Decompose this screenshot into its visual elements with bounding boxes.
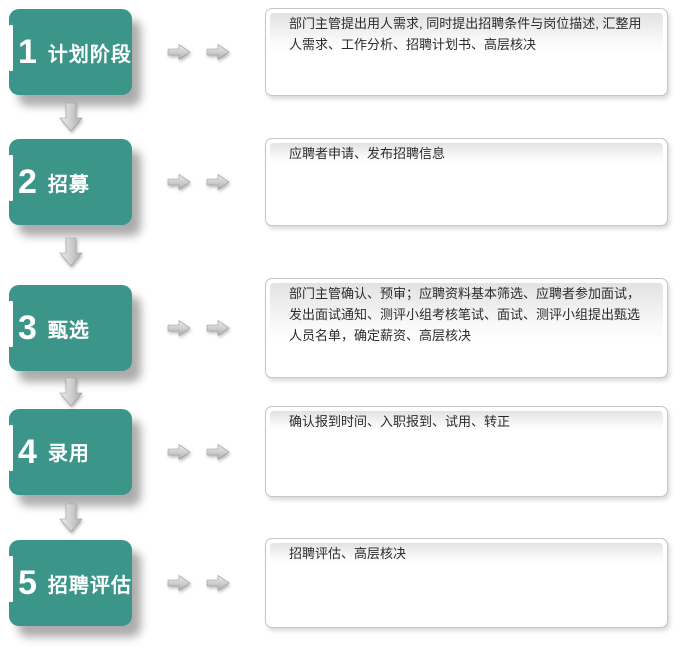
arrow-down-icon	[58, 503, 83, 532]
next-stage-connector	[9, 96, 132, 138]
arrow-right-icon	[206, 319, 230, 337]
arrow-down-icon	[58, 102, 83, 132]
stage-label: 计划阶段	[47, 43, 132, 66]
stage-box-planning: 1 计划阶段	[9, 9, 132, 95]
stage-row-3: 3 甄选 部门主管确认、预审；应聘资料基本筛选、应聘者参加面试，发出面试通知、测…	[0, 278, 680, 378]
arrow-right-icon	[206, 173, 230, 191]
stage-number: 1	[18, 33, 37, 71]
stage-description-box: 部门主管确认、预审；应聘资料基本筛选、应聘者参加面试，发出面试通知、测评小组考核…	[265, 278, 668, 378]
stage-edge-highlight	[9, 25, 13, 71]
stage-number: 2	[18, 163, 37, 201]
stage-row-1: 1 计划阶段 部门主管提出用人需求, 同时提出招聘条件与岗位描述, 汇整用人需求…	[0, 8, 680, 96]
stage-description-inner: 部门主管提出用人需求, 同时提出招聘条件与岗位描述, 汇整用人需求、工作分析、招…	[270, 13, 663, 55]
stage-description-box: 确认报到时间、入职报到、试用、转正	[265, 406, 668, 497]
stage-row-2: 2 招募 应聘者申请、发布招聘信息	[0, 138, 680, 226]
arrow-down-icon	[58, 237, 83, 267]
stage-to-description-arrows	[132, 573, 265, 593]
stage-description: 部门主管提出用人需求, 同时提出招聘条件与岗位描述, 汇整用人需求、工作分析、招…	[289, 16, 642, 52]
stage-label: 录用	[47, 443, 90, 465]
stage-description: 确认报到时间、入职报到、试用、转正	[289, 414, 511, 429]
arrow-right-icon	[167, 574, 191, 592]
stage-label: 招募	[47, 173, 90, 196]
stage-description-box: 招聘评估、高层核决	[265, 538, 668, 628]
next-stage-connector	[9, 377, 132, 407]
stage-edge-highlight	[9, 301, 13, 347]
stage-box-hiring: 4 录用	[9, 408, 132, 495]
stage-label: 甄选	[47, 319, 90, 342]
next-stage-connector	[9, 226, 132, 278]
stage-description-inner: 招聘评估、高层核决	[270, 543, 663, 564]
stage-edge-highlight	[9, 556, 13, 602]
stage-to-description-arrows	[132, 172, 265, 192]
arrow-right-icon	[167, 443, 191, 460]
stage-to-description-arrows	[132, 318, 265, 338]
stage-description-inner: 应聘者申请、发布招聘信息	[270, 143, 663, 164]
stage-box-recruiting: 2 招募	[9, 139, 132, 225]
stage-box-evaluation: 5 招聘评估	[9, 540, 132, 626]
stage-label: 招聘评估	[47, 574, 132, 597]
stage-description-inner: 确认报到时间、入职报到、试用、转正	[270, 411, 663, 432]
arrow-down-icon	[58, 377, 83, 407]
stage-description-box: 应聘者申请、发布招聘信息	[265, 138, 668, 226]
stage-number: 3	[18, 309, 37, 347]
arrow-right-icon	[167, 43, 191, 61]
stage-to-description-arrows	[132, 442, 265, 462]
arrow-right-icon	[167, 319, 191, 337]
stage-description-inner: 部门主管确认、预审；应聘资料基本筛选、应聘者参加面试，发出面试通知、测评小组考核…	[270, 283, 663, 346]
stage-description-box: 部门主管提出用人需求, 同时提出招聘条件与岗位描述, 汇整用人需求、工作分析、招…	[265, 8, 668, 96]
stage-row-5: 5 招聘评估 招聘评估、高层核决	[0, 538, 680, 628]
arrow-right-icon	[167, 173, 191, 191]
stage-number: 5	[18, 564, 37, 602]
stage-to-description-arrows	[132, 42, 265, 62]
next-stage-connector	[9, 497, 132, 538]
arrow-right-icon	[206, 574, 230, 592]
stage-edge-highlight	[9, 424, 13, 471]
stage-edge-highlight	[9, 155, 13, 201]
stage-number: 4	[18, 432, 37, 471]
arrow-right-icon	[206, 43, 230, 61]
stage-description: 应聘者申请、发布招聘信息	[289, 146, 446, 161]
arrow-right-icon	[206, 443, 230, 460]
stage-description: 招聘评估、高层核决	[289, 546, 407, 561]
stage-box-selection: 3 甄选	[9, 285, 132, 371]
stage-row-4: 4 录用 确认报到时间、入职报到、试用、转正	[0, 406, 680, 497]
stage-description: 部门主管确认、预审；应聘资料基本筛选、应聘者参加面试，发出面试通知、测评小组考核…	[289, 286, 641, 343]
